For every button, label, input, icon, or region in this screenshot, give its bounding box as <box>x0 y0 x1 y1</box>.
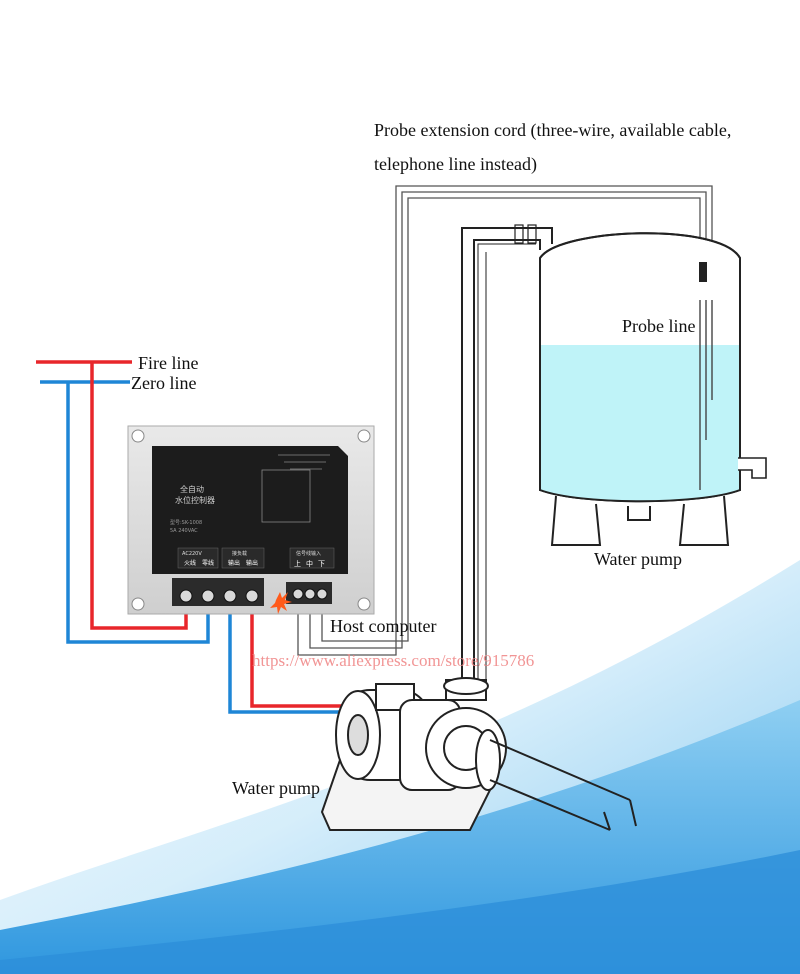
zero-line-label: Zero line <box>131 373 197 393</box>
probe-extension-cord <box>297 185 713 656</box>
probe-extension-label: Probe extension cord (three-wire, availa… <box>374 120 732 140</box>
controller-title-1: 全自动 <box>180 484 204 494</box>
probe-line-label: Probe line <box>622 316 696 336</box>
terminal-label-2: 零线 <box>202 559 214 567</box>
inlet-pipe <box>461 227 553 690</box>
water-level-controller: 全自动 水位控制器 型号:SK-1008 5A 240VAC AC220V 接负… <box>127 425 375 615</box>
terminal-label-4: 输出 <box>246 559 258 567</box>
host-computer-label: Host computer <box>330 616 437 636</box>
section-signal-label: 信号线输入 <box>296 550 321 557</box>
section-load-label: 接负载 <box>232 550 247 557</box>
controller-spec-1: 型号:SK-1008 <box>170 519 202 526</box>
water-pump-machine <box>320 677 637 831</box>
terminal-label-1: 火线 <box>184 559 196 567</box>
fire-line-label: Fire line <box>138 353 199 373</box>
water-tank <box>514 224 767 546</box>
section-power-label: AC220V <box>182 551 202 557</box>
controller-spec-2: 5A 240VAC <box>170 528 198 534</box>
probe-extension-label-2: telephone line instead) <box>374 154 537 174</box>
tank-water-pump-label: Water pump <box>594 549 683 569</box>
controller-title-2: 水位控制器 <box>175 495 215 505</box>
store-url-watermark: https://www.aliexpress.com/store/915786 <box>252 651 535 670</box>
signal-label-mid: 中 <box>306 559 313 568</box>
signal-label-top: 上 <box>294 559 301 568</box>
signal-label-low: 下 <box>318 560 325 568</box>
terminal-label-3: 输出 <box>228 559 240 567</box>
pump-label: Water pump <box>232 778 321 798</box>
